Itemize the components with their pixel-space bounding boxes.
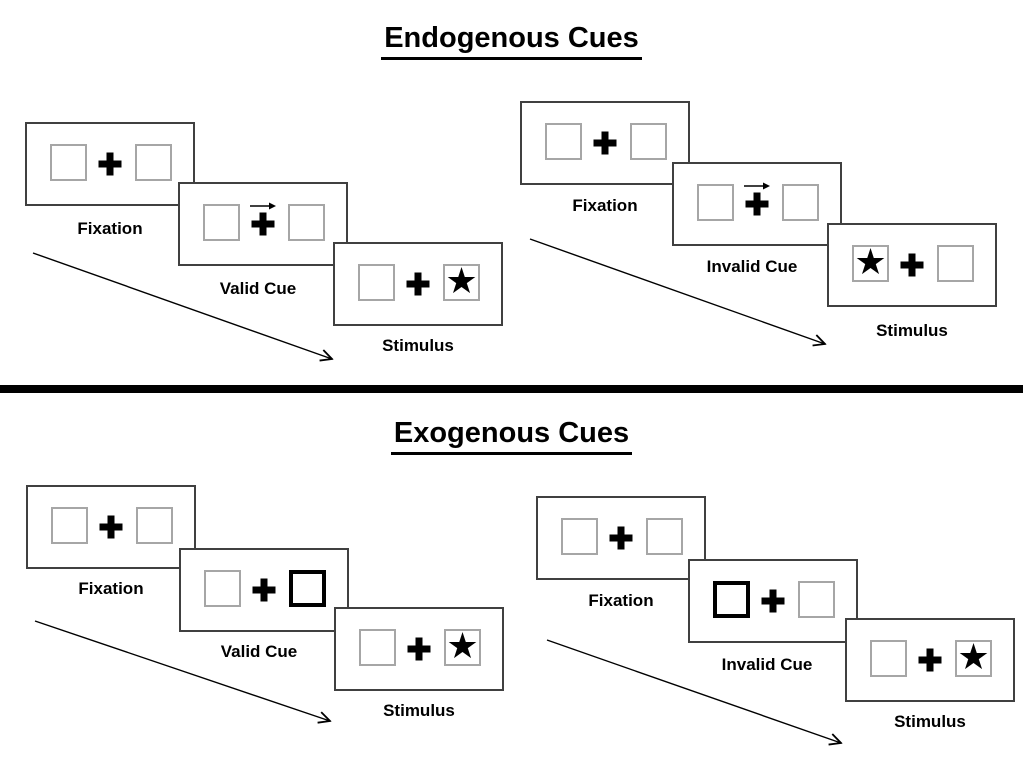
fixation-cross-icon [761,589,785,613]
placeholder-box-left [359,629,396,666]
placeholder-box-right [798,581,835,618]
fixation-panel [520,101,690,185]
panel-label-stimulus: Stimulus [894,712,966,731]
placeholder-box-left [50,144,87,181]
stimulus-panel: ★ [827,223,997,307]
fixation-panel [536,496,706,580]
placeholder-box-left [697,184,734,221]
panel-label-stimulus: Stimulus [383,701,455,720]
placeholder-box-left [545,123,582,160]
valid-cue-panel [178,182,348,266]
star-box: ★ [443,259,480,301]
star-icon: ★ [446,624,479,666]
star-box: ★ [444,624,481,666]
invalid-cue-panel [672,162,842,246]
star-icon: ★ [445,259,478,301]
time-course-arrow [546,639,842,744]
cue-arrow-right-icon [744,182,770,190]
exogenous-title-text: Exogenous Cues [390,417,633,455]
fixation-cross-icon [900,253,924,277]
cue-box-left [713,581,750,618]
placeholder-box-right [288,204,325,241]
placeholder-box-right [646,518,683,555]
cue-arrow-right-icon [250,202,276,210]
stimulus-panel: ★ [334,607,504,691]
panel-label-fixation: Fixation [78,579,144,598]
placeholder-box-right [630,123,667,160]
fixation-cross-icon [918,648,942,672]
section-divider [0,385,1023,393]
placeholder-box-left [51,507,88,544]
placeholder-box-left [358,264,395,301]
fixation-panel [26,485,196,569]
fixation-cross-icon [407,637,431,661]
fixation-cross-icon [745,192,769,216]
placeholder-box-right [937,245,974,282]
endogenous-title: Endogenous Cues [0,22,1023,60]
star-icon: ★ [957,635,990,677]
valid-cue-panel [179,548,349,632]
panel-label-valid-cue: Valid Cue [219,279,297,298]
star-box: ★ [852,240,889,282]
exogenous-title: Exogenous Cues [0,417,1023,455]
invalid-cue-panel [688,559,858,643]
fixation-cross-icon [99,515,123,539]
fixation-cross-icon [98,152,122,176]
time-course-arrow [529,238,826,345]
fixation-cross-icon [406,272,430,296]
cue-box-right [289,570,326,607]
panel-label-fixation: Fixation [572,196,638,215]
placeholder-box-left [561,518,598,555]
star-icon: ★ [854,240,887,282]
panel-label-fixation: Fixation [588,591,654,610]
star-box: ★ [955,635,992,677]
fixation-cross-icon [609,526,633,550]
panel-label-valid-cue: Valid Cue [220,642,298,661]
fixation-cross-icon [251,212,275,236]
placeholder-box-right [782,184,819,221]
placeholder-box-right [135,144,172,181]
placeholder-box-left [203,204,240,241]
panel-label-invalid-cue: Invalid Cue [706,257,798,276]
panel-label-fixation: Fixation [77,219,143,238]
time-course-arrow [32,252,333,360]
panel-label-invalid-cue: Invalid Cue [721,655,813,674]
stimulus-panel: ★ [845,618,1015,702]
placeholder-box-left [204,570,241,607]
fixation-cross-icon [252,578,276,602]
panel-label-stimulus: Stimulus [876,321,948,340]
fixation-panel [25,122,195,206]
fixation-cross-icon [593,131,617,155]
time-course-arrow [34,620,331,722]
placeholder-box-left [870,640,907,677]
panel-label-stimulus: Stimulus [382,336,454,355]
stimulus-panel: ★ [333,242,503,326]
placeholder-box-right [136,507,173,544]
endogenous-title-text: Endogenous Cues [381,22,642,60]
